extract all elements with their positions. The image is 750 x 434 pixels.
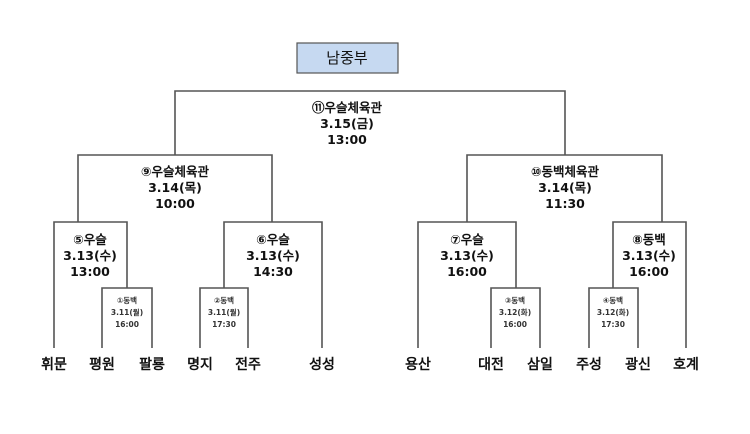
match-venue: ⑤우슬	[73, 232, 107, 247]
match-time: 13:00	[327, 132, 367, 147]
match-time: 14:30	[253, 264, 293, 279]
first-round-match-3: ③동백 3.12(화) 16:00	[499, 295, 531, 329]
match-time: 10:00	[155, 196, 195, 211]
quarter-bracket-line-7	[417, 221, 517, 348]
semi-match-2: ⑩동백체육관 3.14(목) 11:30	[531, 164, 600, 211]
match-time: 16:00	[115, 320, 139, 329]
match-date: 3.11(월)	[111, 307, 143, 317]
first-round-line-3	[490, 287, 541, 348]
match-venue: ⑦우슬	[450, 232, 484, 247]
match-venue: ①동백	[117, 295, 137, 305]
team-label: 전주	[235, 356, 261, 373]
match-time: 17:30	[212, 320, 236, 329]
match-venue: ⑥우슬	[256, 232, 290, 247]
match-time: 16:00	[503, 320, 527, 329]
title-box: 남중부	[296, 42, 399, 74]
first-round-match-2: ②동백 3.11(월) 17:30	[208, 295, 240, 329]
first-round-match-4: ④동백 3.12(화) 17:30	[597, 295, 629, 329]
match-date: 3.12(화)	[499, 307, 531, 317]
final-bracket-line	[174, 90, 566, 155]
match-date: 3.11(월)	[208, 307, 240, 317]
first-round-match-1: ①동백 3.11(월) 16:00	[111, 295, 143, 329]
semi-bracket-line-1	[77, 154, 273, 222]
match-date: 3.15(금)	[320, 116, 374, 131]
quarter-match-7: ⑦우슬 3.13(수) 16:00	[440, 232, 494, 279]
team-label: 주성	[576, 357, 602, 373]
quarter-bracket-line-6	[223, 221, 323, 348]
team-label: 광신	[625, 356, 651, 373]
match-time: 13:00	[70, 264, 110, 279]
final-match: ⑪우슬체육관 3.15(금) 13:00	[312, 100, 383, 147]
quarter-bracket-line-5	[53, 221, 128, 348]
team-label: 명지	[187, 356, 213, 373]
match-venue: ⑩동백체육관	[531, 164, 600, 179]
match-venue: ③동백	[505, 295, 525, 305]
title-box-bg	[296, 42, 399, 74]
match-time: 17:30	[601, 320, 625, 329]
team-label: 팔룡	[139, 356, 165, 373]
match-date: 3.13(수)	[63, 248, 117, 263]
match-time: 16:00	[447, 264, 487, 279]
match-date: 3.14(목)	[538, 180, 592, 195]
semi-match-1: ⑨우슬체육관 3.14(목) 10:00	[141, 164, 210, 211]
semi-bracket-line-2	[466, 154, 663, 222]
quarter-match-5: ⑤우슬 3.13(수) 13:00	[63, 232, 117, 279]
quarter-bracket-line-8	[612, 221, 687, 348]
quarter-match-6: ⑥우슬 3.13(수) 14:30	[246, 232, 300, 279]
match-date: 3.12(화)	[597, 307, 629, 317]
match-date: 3.13(수)	[622, 248, 676, 263]
team-label: 용산	[405, 356, 431, 373]
match-date: 3.13(수)	[440, 248, 494, 263]
team-label: 휘문	[41, 356, 67, 373]
match-venue: ②동백	[214, 295, 234, 305]
quarter-match-8: ⑧동백 3.13(수) 16:00	[622, 232, 676, 279]
match-date: 3.14(목)	[148, 180, 202, 195]
team-label: 평원	[89, 356, 115, 373]
team-labels: 휘문 평원 팔룡 명지 전주 성성 용산 대전 삼일 주성 광신 호계	[41, 356, 699, 373]
first-round-line-2	[199, 287, 249, 348]
match-venue: ④동백	[603, 295, 623, 305]
bracket-title: 남중부	[326, 49, 368, 67]
team-label: 대전	[478, 356, 504, 373]
match-venue: ⑪우슬체육관	[312, 100, 383, 115]
team-label: 삼일	[527, 357, 553, 373]
match-time: 16:00	[629, 264, 669, 279]
team-label: 호계	[673, 357, 699, 373]
match-venue: ⑧동백	[632, 232, 666, 247]
team-label: 성성	[309, 357, 335, 373]
first-round-line-1	[101, 287, 153, 348]
match-venue: ⑨우슬체육관	[141, 164, 210, 179]
match-time: 11:30	[545, 196, 585, 211]
match-date: 3.13(수)	[246, 248, 300, 263]
first-round-line-4	[588, 287, 639, 348]
